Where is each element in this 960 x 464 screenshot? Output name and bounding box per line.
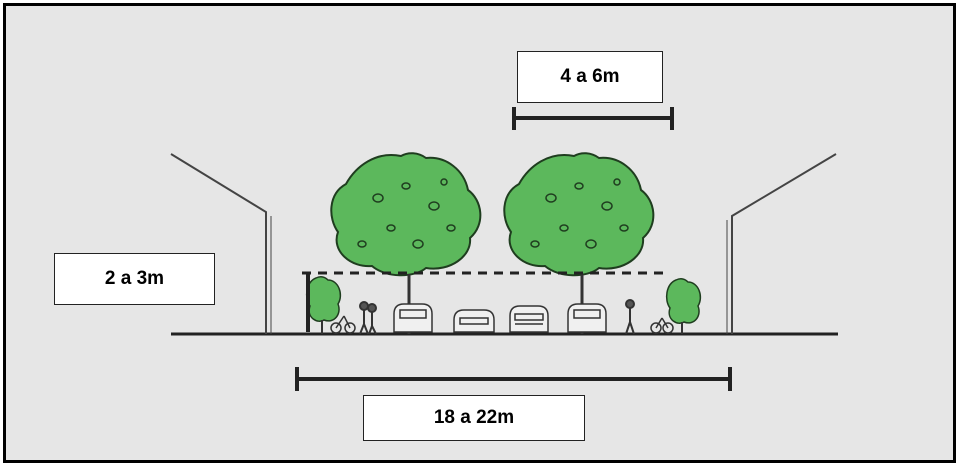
- tree-icon: [503, 152, 655, 334]
- street-section-drawing: [170, 107, 838, 391]
- pedestrian-icon: [625, 299, 635, 335]
- building-outline-right: [726, 153, 837, 334]
- diagram-frame: 4 a 6m 2 a 3m 18 a 22m: [3, 3, 956, 463]
- car-icon: [453, 309, 495, 333]
- shrub-icon: [305, 275, 342, 334]
- pedestrian-icon: [359, 301, 377, 335]
- tree-spacing-label: 4 a 6m: [517, 51, 663, 103]
- tree-spacing-dimension: [512, 107, 674, 130]
- car-icon: [393, 303, 433, 333]
- car-icon: [509, 305, 549, 333]
- canopy-height-label: 2 a 3m: [54, 253, 215, 305]
- street-width-dimension: [295, 367, 732, 391]
- tree-icon: [330, 152, 482, 334]
- shrub-icon: [665, 277, 702, 334]
- street-width-label: 18 a 22m: [363, 395, 585, 441]
- cyclist-icon: [330, 315, 356, 334]
- building-outline-left: [170, 153, 272, 334]
- cyclist-icon: [650, 317, 674, 334]
- car-icon: [567, 303, 607, 333]
